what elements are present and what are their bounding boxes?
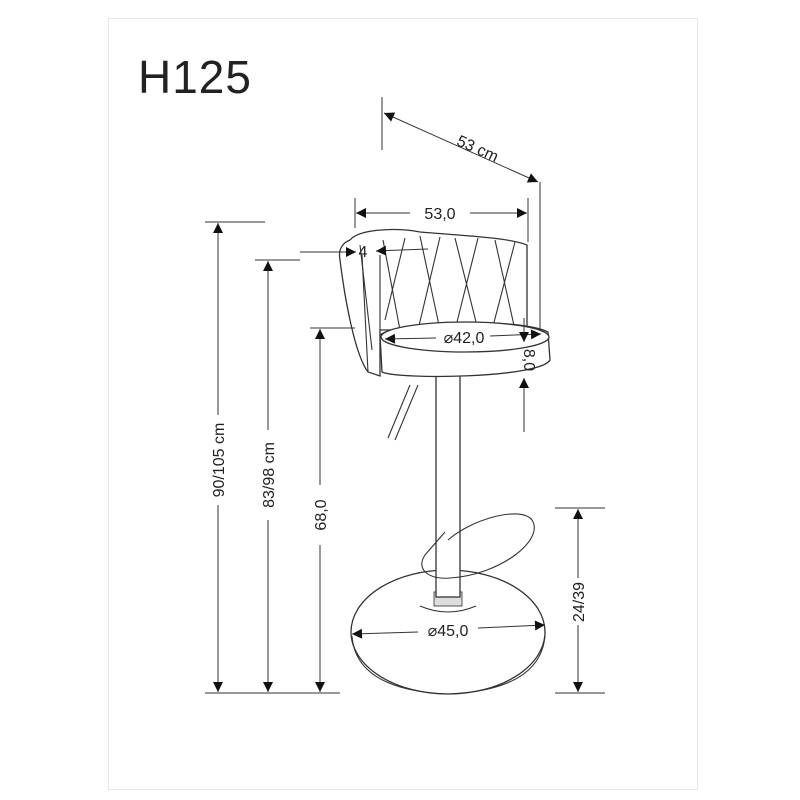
base-diameter-dimension: ⌀45,0 xyxy=(351,620,546,640)
footrest-ring xyxy=(421,513,535,579)
footrest-height-label: 24/39 xyxy=(571,582,588,622)
back-thickness-dimension: 4 xyxy=(300,244,429,261)
armrest-height-dimension: 83/98 cm xyxy=(255,259,300,692)
back-thickness-label: 4 xyxy=(359,244,368,261)
seat-height-label: 68,0 xyxy=(313,499,330,530)
width-dimension: 53,0 xyxy=(354,198,529,242)
seat-height-dimension: 68,0 xyxy=(310,327,355,692)
width-label: 53,0 xyxy=(424,206,455,223)
chair-pole xyxy=(435,374,461,598)
seat-thickness-label: 8,0 xyxy=(520,349,537,371)
seat-thickness-dimension: 8,0 xyxy=(519,318,537,432)
footrest-height-dimension: 24/39 xyxy=(555,507,605,694)
total-height-label: 90/105 cm xyxy=(211,423,228,498)
chair-seat xyxy=(379,321,551,378)
depth-dimension: 53 cm xyxy=(381,97,541,330)
armrest-height-label: 83/98 cm xyxy=(261,442,278,508)
total-height-dimension: 90/105 cm xyxy=(205,221,265,692)
seat-diameter-label: ⌀42,0 xyxy=(444,330,485,347)
drawing-frame xyxy=(108,18,698,790)
base-diameter-label: ⌀45,0 xyxy=(428,623,469,640)
product-title: H125 xyxy=(138,51,252,103)
seat-diameter-dimension: ⌀42,0 xyxy=(384,329,542,347)
height-lever xyxy=(387,384,419,441)
